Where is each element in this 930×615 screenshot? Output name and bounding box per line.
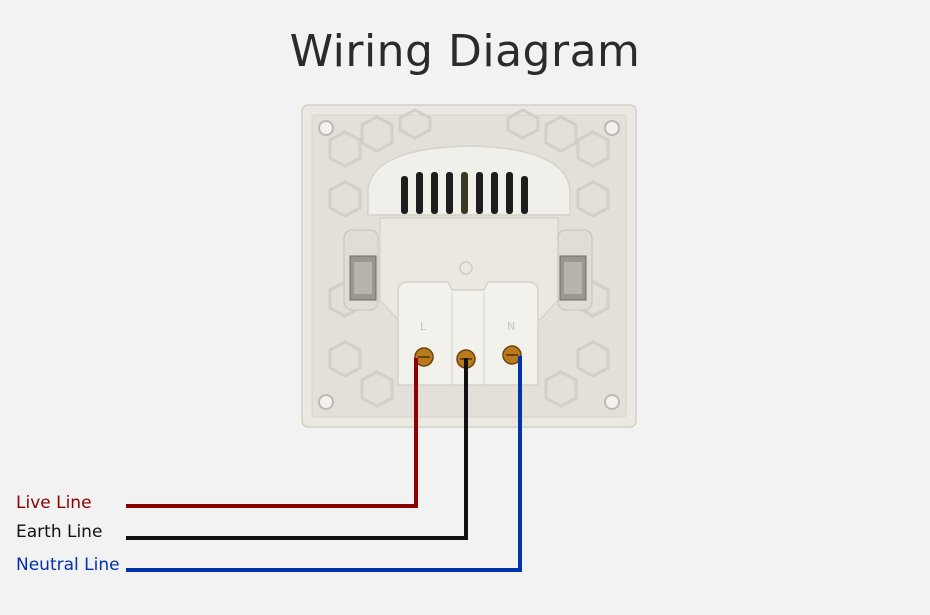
earth-wire: [126, 358, 468, 540]
diagram-title: Wiring Diagram: [289, 26, 641, 77]
live-line-label: Live Line: [16, 493, 92, 513]
neutral-wire: [126, 356, 522, 572]
terminal-block: L N: [397, 281, 539, 386]
live-wire: [126, 358, 418, 508]
right-clamp: [557, 229, 593, 311]
vent-housing: [367, 145, 571, 216]
earth-line-label: Earth Line: [16, 522, 103, 542]
left-clamp: [343, 229, 379, 311]
neutral-line-label: Neutral Line: [16, 555, 120, 575]
terminal-label-live: L: [420, 320, 427, 333]
terminal-label-neutral: N: [507, 320, 515, 333]
